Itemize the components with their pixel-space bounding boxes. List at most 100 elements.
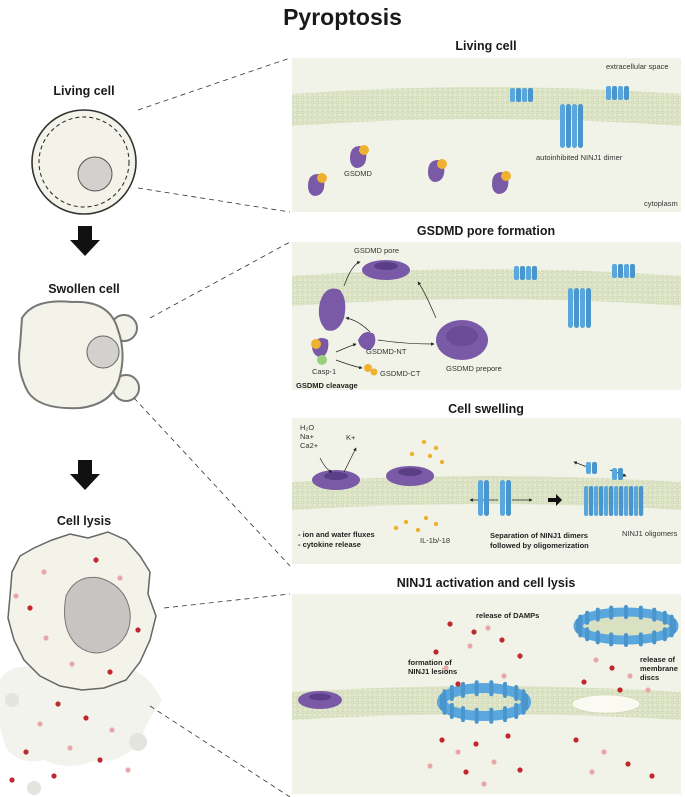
damp-dot <box>649 773 655 779</box>
ninj1-helix <box>634 486 639 516</box>
damp-particles <box>427 621 655 787</box>
damp-dot <box>491 759 497 765</box>
damp-dot <box>109 727 115 733</box>
damp-dot <box>505 733 511 739</box>
ninj1-lesion-ring <box>437 680 531 724</box>
damp-dot <box>107 669 113 675</box>
damp-dot <box>37 721 43 727</box>
living-cell-label: Living cell <box>53 84 115 98</box>
ninj1-helix <box>594 486 599 516</box>
damp-dot <box>83 715 89 721</box>
damp-dot <box>645 687 651 693</box>
damps-label: release of DAMPs <box>476 611 540 620</box>
damp-dot <box>135 627 141 633</box>
living-cell-drawing <box>31 109 137 215</box>
damp-dot <box>625 761 631 767</box>
gsdmd-cleavage-label: GSDMD cleavage <box>296 381 358 390</box>
cytokine-dot <box>409 451 415 457</box>
lesions-label-1: formation of <box>408 658 452 667</box>
gsdmd-pores-in-membrane <box>312 466 434 490</box>
membrane-hole <box>571 694 641 714</box>
disc-helix <box>669 614 674 629</box>
lysis-cell-label: Cell lysis <box>56 514 112 528</box>
lesion-helix <box>521 689 526 706</box>
cytokine-dot <box>439 459 445 465</box>
disc-helix <box>595 630 600 645</box>
ninj1-helix <box>599 486 604 516</box>
gsdmd-ct-label: GSDMD-CT <box>380 369 421 378</box>
lesion-helix <box>503 706 507 723</box>
lesion-helix <box>489 680 494 697</box>
ion-flux-arrows <box>319 447 627 502</box>
panel-title-living: Living cell <box>455 39 517 53</box>
discs-label-2: membrane <box>640 664 678 673</box>
cytokine-particles <box>393 439 445 533</box>
damp-dot <box>485 625 491 631</box>
disc-helix <box>652 607 657 622</box>
lesion-helix <box>514 685 519 702</box>
water-label: H₂O <box>300 423 315 432</box>
cytokine-dot <box>393 525 399 531</box>
cytokine-dot <box>433 445 439 451</box>
disc-helix <box>638 605 643 620</box>
released-membrane-disc <box>573 605 679 647</box>
disc-membrane <box>578 612 674 640</box>
disc-helix <box>662 610 667 625</box>
damp-dot <box>473 741 479 747</box>
calcium-label: Ca2+ <box>300 441 319 450</box>
lysed-cell-drawing <box>0 531 162 795</box>
lesion-helix <box>461 681 465 698</box>
separation-label-1: Separation of NINJ1 dimers <box>490 531 588 540</box>
damp-dot <box>463 769 469 775</box>
potassium-label: K+ <box>346 433 356 442</box>
ninj1-dimers-pore-panel <box>514 264 635 328</box>
cytokine-dot <box>427 453 433 459</box>
damp-dot <box>593 657 599 663</box>
damp-dot <box>601 749 607 755</box>
damp-dot <box>9 777 15 783</box>
gsdmd-pore-complex <box>311 260 488 376</box>
ninj1-helix <box>614 486 619 516</box>
lesion-helix <box>449 685 454 702</box>
lesion-helix <box>442 689 447 706</box>
cytokine-dot <box>403 519 409 525</box>
damp-dot <box>93 557 99 563</box>
damp-dot <box>439 737 445 743</box>
disc-helix <box>585 627 590 642</box>
arrow-swollen-to-lysis <box>70 460 100 490</box>
ninj1-oligomer-row <box>584 486 644 516</box>
prepore-label: GSDMD prepore <box>446 364 502 373</box>
damp-dot <box>517 767 523 773</box>
gsdmd-nt-label: GSDMD-NT <box>366 347 407 356</box>
damp-dot <box>125 767 131 773</box>
damp-dot <box>433 649 439 655</box>
damp-dot <box>609 665 615 671</box>
extracellular-label: extracellular space <box>606 62 669 71</box>
lesion-helix <box>474 707 479 724</box>
disc-helix <box>624 605 628 619</box>
damp-dot <box>23 749 29 755</box>
flux-label-1: - ion and water fluxes <box>298 530 375 539</box>
lesion-helix <box>474 680 479 697</box>
disc-helix <box>609 632 614 647</box>
damp-dot <box>51 773 57 779</box>
damp-dot <box>455 749 461 755</box>
swollen-cell-label: Swollen cell <box>48 282 120 296</box>
cytokine-dot <box>433 521 439 527</box>
damp-dot <box>67 745 73 751</box>
disc-helix <box>595 607 600 622</box>
panel-title-swelling: Cell swelling <box>448 402 524 416</box>
gsdmd-proteins-living <box>308 145 511 196</box>
damp-dot <box>499 637 505 643</box>
damp-dot <box>481 781 487 787</box>
ninj1-helix <box>604 486 609 516</box>
lesion-helix <box>449 702 454 719</box>
damp-dot <box>581 679 587 685</box>
sodium-label: Na+ <box>300 432 314 441</box>
cytokine-dot <box>423 515 429 521</box>
disc-helix <box>662 627 667 642</box>
damp-dot <box>455 681 461 687</box>
damp-dot <box>573 737 579 743</box>
ninj1-helix <box>584 486 589 516</box>
